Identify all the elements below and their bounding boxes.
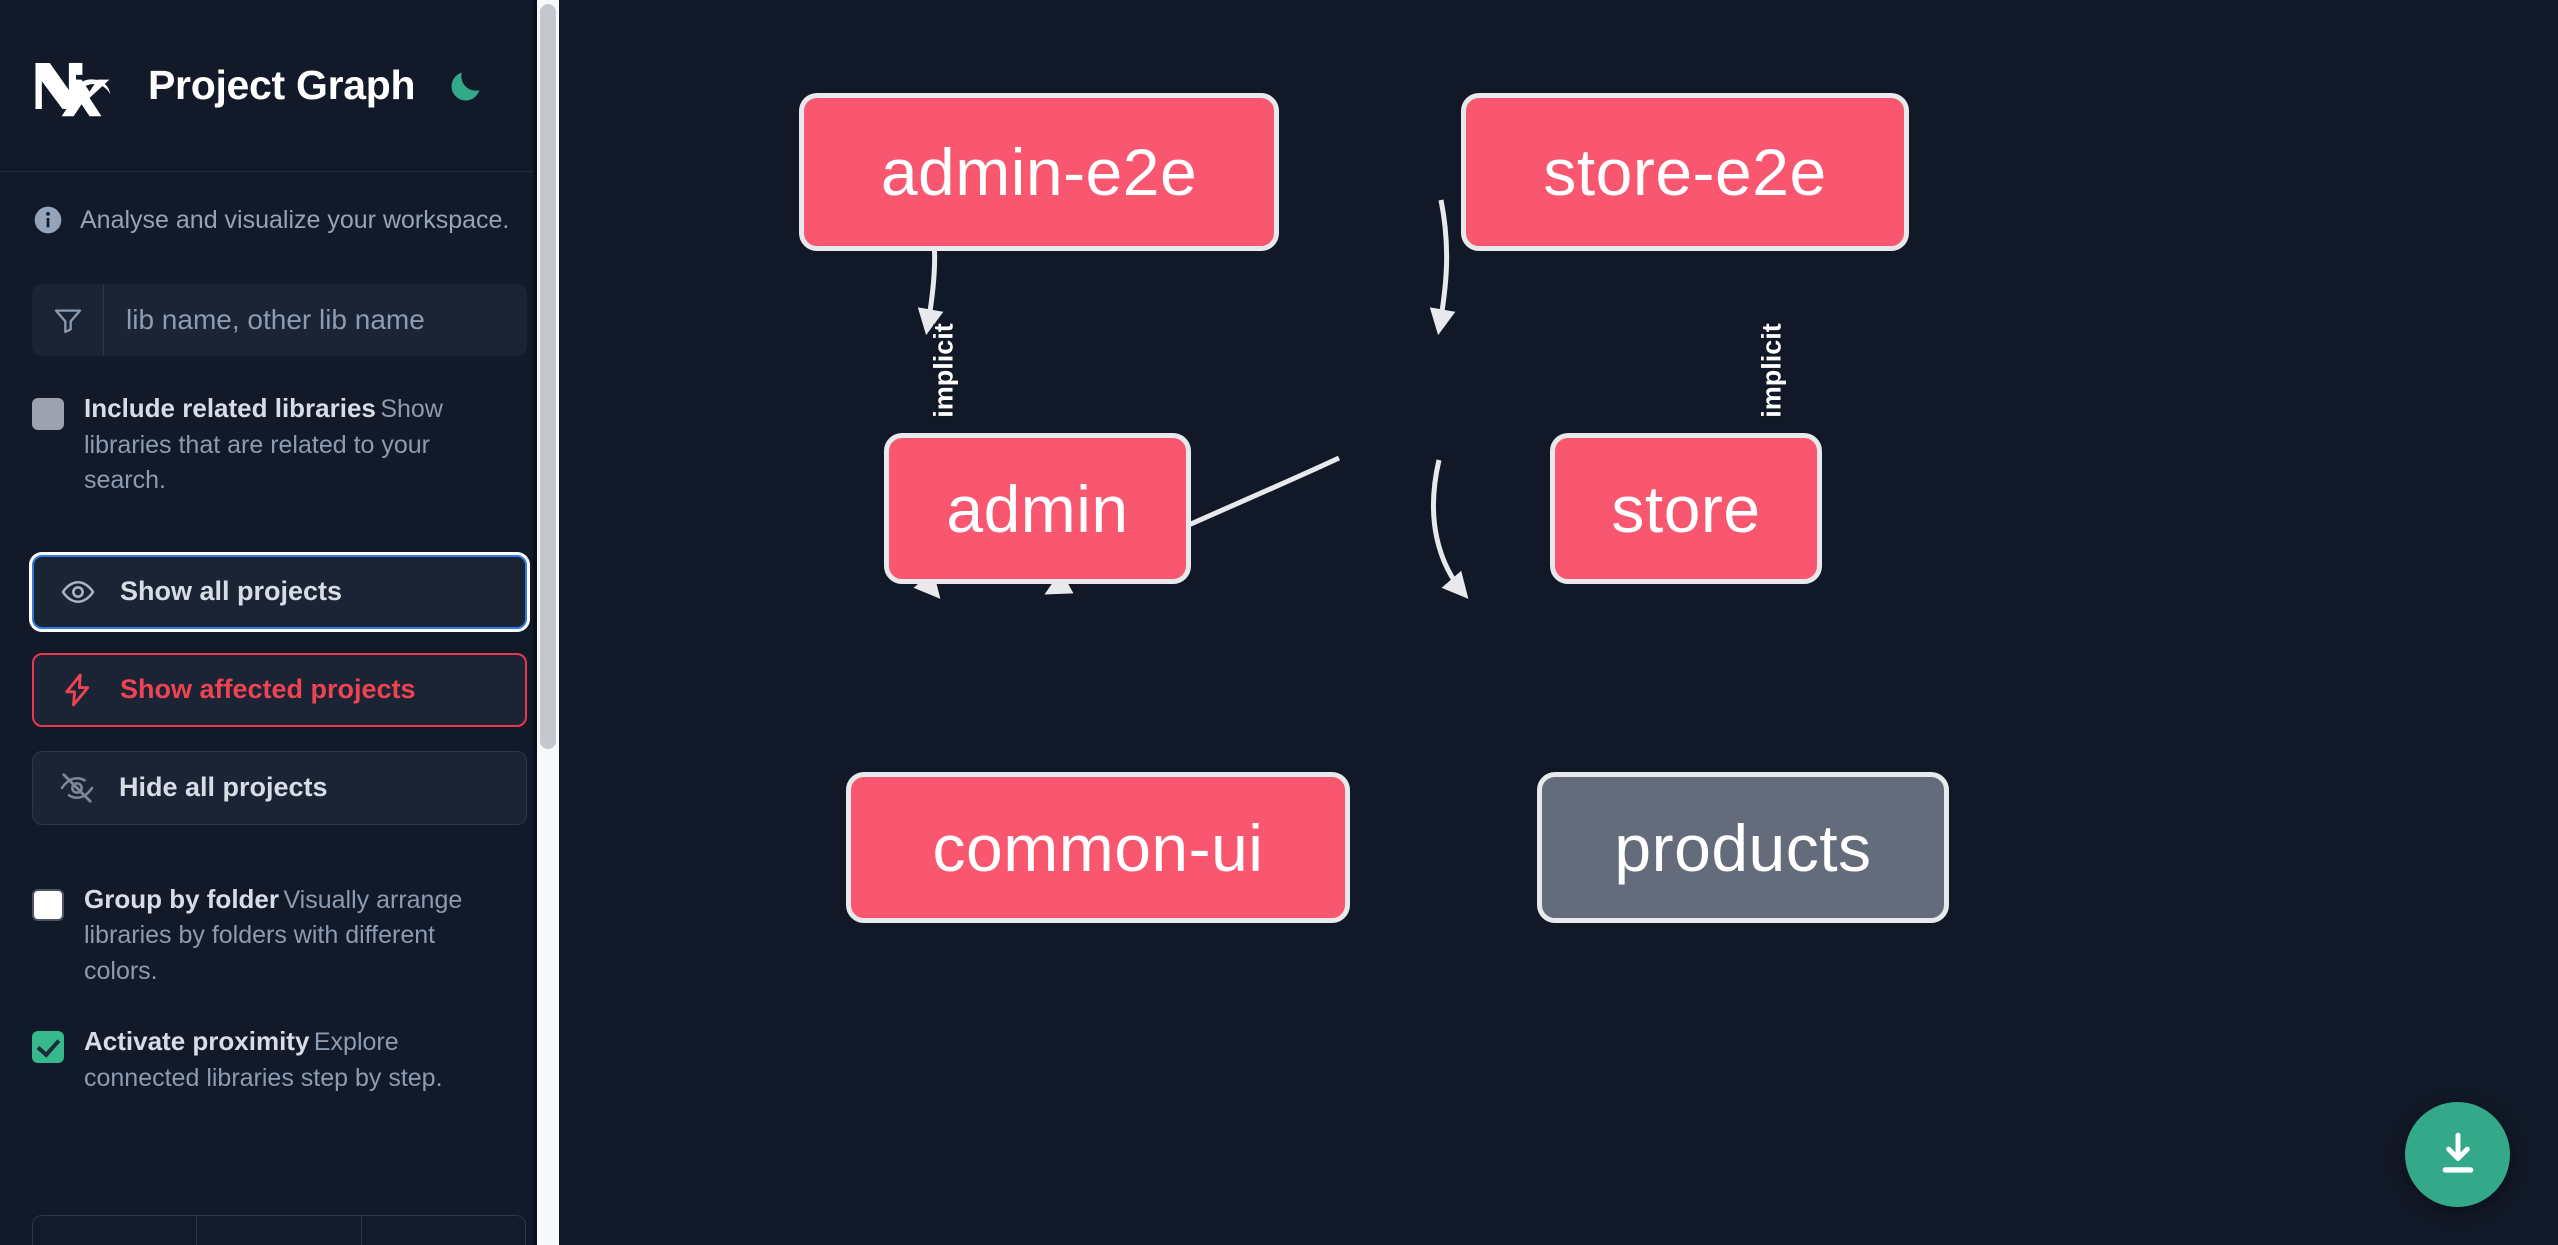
lightning-icon bbox=[58, 670, 98, 710]
graph-node-label: admin-e2e bbox=[880, 135, 1198, 209]
graph-node-store[interactable]: store bbox=[1550, 433, 1822, 584]
sidebar-scrollbar[interactable] bbox=[537, 0, 559, 1245]
graph-node-label: products bbox=[1614, 810, 1872, 885]
show-affected-projects-button[interactable]: Show affected projects bbox=[32, 652, 527, 727]
graph-node-label: store-e2e bbox=[1543, 135, 1827, 209]
tagline-text: Analyse and visualize your workspace. bbox=[80, 205, 510, 234]
edge-store-to-products bbox=[1431, 459, 1469, 599]
graph-node-admin-e2e[interactable]: admin-e2e bbox=[799, 93, 1279, 251]
show-all-projects-label: Show all projects bbox=[120, 576, 343, 606]
option-include-related-libraries[interactable]: Include related libraries Show libraries… bbox=[0, 392, 559, 499]
option-title: Activate proximity bbox=[84, 1026, 310, 1056]
graph-node-label: store bbox=[1611, 471, 1761, 546]
option-title: Include related libraries bbox=[84, 393, 376, 423]
sidebar: Project Graph Analyse and visualize your… bbox=[0, 0, 559, 1245]
show-all-projects-button[interactable]: Show all projects bbox=[32, 554, 527, 629]
include-related-libraries-checkbox[interactable] bbox=[32, 398, 64, 430]
sidebar-scrollbar-thumb[interactable] bbox=[540, 4, 556, 749]
hide-all-projects-button[interactable]: Hide all projects bbox=[32, 750, 527, 825]
graph-node-label: common-ui bbox=[932, 810, 1264, 885]
sidebar-header: Project Graph bbox=[0, 0, 559, 172]
eye-icon bbox=[58, 572, 98, 612]
proximity-step-segmented-control[interactable] bbox=[32, 1215, 526, 1245]
segment-option[interactable] bbox=[33, 1216, 198, 1245]
download-button[interactable] bbox=[2405, 1102, 2510, 1207]
eye-off-icon bbox=[57, 768, 97, 808]
graph-node-label: admin bbox=[946, 471, 1129, 546]
option-activate-proximity[interactable]: Activate proximity Explore connected lib… bbox=[0, 1025, 559, 1096]
info-icon bbox=[32, 204, 64, 236]
segment-option[interactable] bbox=[361, 1216, 525, 1245]
graph-node-products[interactable]: products bbox=[1537, 772, 1949, 923]
edge-store-e2e-to-store bbox=[1429, 199, 1456, 336]
option-description: Explore connected libraries step by step… bbox=[84, 1028, 443, 1092]
group-by-folder-checkbox[interactable] bbox=[32, 888, 64, 921]
funnel-icon bbox=[32, 284, 104, 356]
filter-input-wrapper[interactable] bbox=[32, 284, 527, 356]
graph-node-store-e2e[interactable]: store-e2e bbox=[1461, 93, 1909, 251]
graph-canvas[interactable]: admin-e2e store-e2e admin store common-u… bbox=[559, 0, 2558, 1245]
hide-all-projects-label: Hide all projects bbox=[119, 772, 328, 802]
visibility-button-group: Show all projects Show affected projects bbox=[32, 554, 527, 825]
show-affected-projects-label: Show affected projects bbox=[120, 674, 416, 704]
option-group-by-folder[interactable]: Group by folder Visually arrange librari… bbox=[0, 883, 559, 990]
option-description: Show libraries that are related to your … bbox=[84, 395, 443, 494]
nx-logo-icon bbox=[32, 55, 128, 117]
search-input[interactable] bbox=[104, 284, 527, 356]
graph-node-common-ui[interactable]: common-ui bbox=[846, 772, 1350, 923]
activate-proximity-checkbox[interactable] bbox=[32, 1031, 64, 1063]
download-icon bbox=[2442, 1132, 2473, 1173]
option-text: Include related libraries Show libraries… bbox=[84, 392, 514, 499]
tagline-row: Analyse and visualize your workspace. bbox=[0, 172, 559, 236]
option-text: Activate proximity Explore connected lib… bbox=[84, 1025, 514, 1096]
segment-option[interactable] bbox=[197, 1216, 362, 1245]
sidebar-divider bbox=[533, 0, 537, 1245]
moon-icon[interactable] bbox=[443, 63, 489, 109]
option-description: Visually arrange libraries by folders wi… bbox=[84, 885, 463, 985]
graph-node-admin[interactable]: admin bbox=[884, 433, 1191, 584]
page-title: Project Graph bbox=[148, 62, 416, 108]
option-title: Group by folder bbox=[84, 883, 279, 914]
option-text: Group by folder Visually arrange librari… bbox=[84, 883, 514, 990]
